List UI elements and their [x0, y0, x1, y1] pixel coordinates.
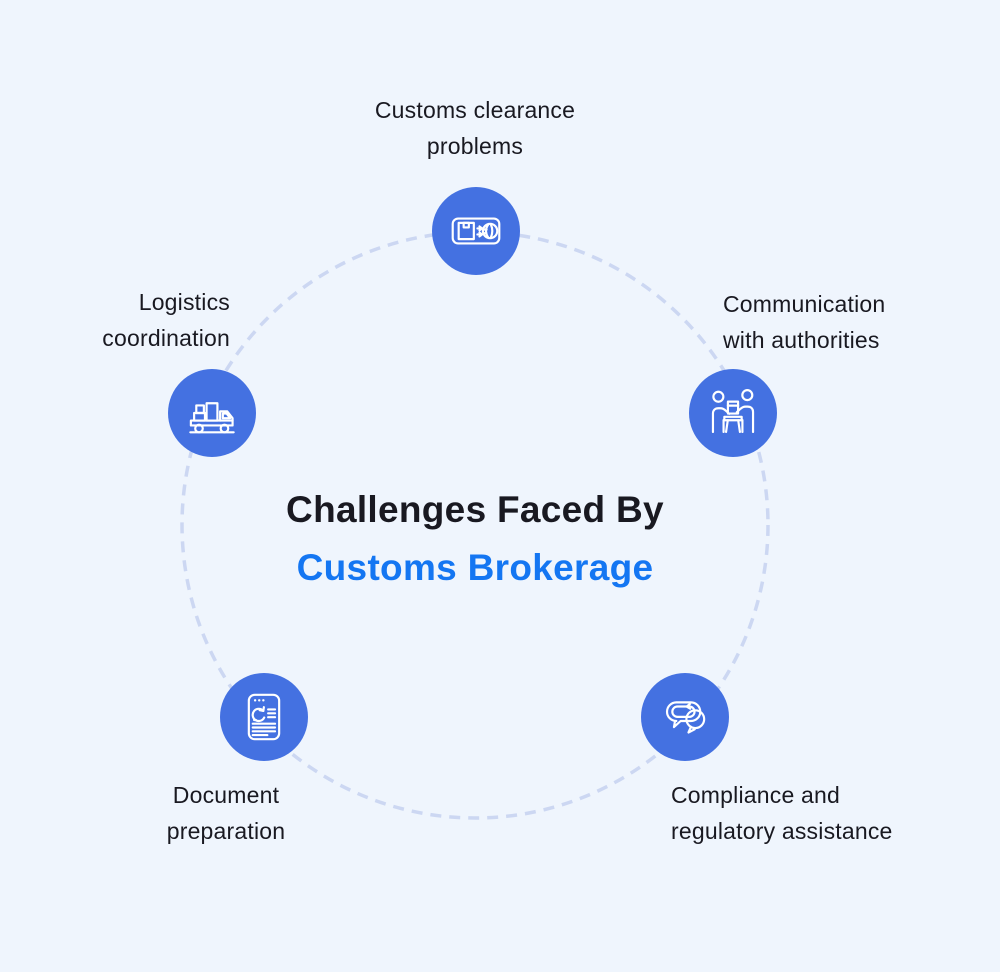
label-line: Document	[172, 782, 280, 808]
label-communication: Communication with authorities	[723, 286, 983, 358]
label-customs-clearance: Customs clearance problems	[275, 92, 675, 164]
label-line: Customs clearance	[374, 97, 576, 123]
label-compliance: Compliance and regulatory assistance	[671, 777, 971, 849]
node-customs-clearance	[432, 187, 520, 275]
label-line: coordination	[102, 325, 230, 351]
document-refresh-icon	[247, 693, 281, 741]
node-document	[220, 673, 308, 761]
node-logistics	[168, 369, 256, 457]
chat-loop-icon	[665, 701, 706, 734]
label-document: Document preparation	[96, 777, 356, 849]
label-logistics: Logistics coordination	[0, 284, 230, 356]
package-globe-icon	[451, 217, 501, 245]
title-line-2: Customs Brokerage	[296, 547, 654, 588]
label-line: problems	[426, 133, 524, 159]
title-line-1: Challenges Faced By	[286, 489, 664, 530]
node-communication	[689, 369, 777, 457]
label-line: with authorities	[723, 327, 880, 353]
loaded-truck-icon	[189, 402, 235, 434]
label-line: Communication	[723, 291, 886, 317]
page-title: Challenges Faced By Customs Brokerage	[0, 481, 950, 597]
label-line: Compliance and	[671, 782, 841, 808]
people-meeting-icon	[711, 389, 755, 434]
node-compliance	[641, 673, 729, 761]
label-line: preparation	[166, 818, 286, 844]
label-line: Logistics	[138, 289, 230, 315]
label-line: regulatory assistance	[671, 818, 893, 844]
